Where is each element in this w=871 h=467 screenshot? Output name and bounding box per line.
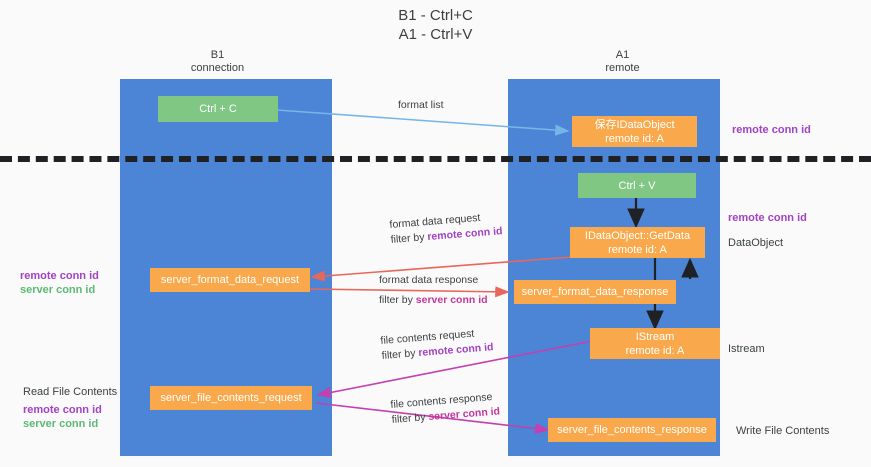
edge-label-format-data-response: format data response filter by server co… [379, 273, 488, 308]
node-server-format-data-response[interactable]: server_format_data_response [514, 280, 676, 304]
label-right-dataobject: DataObject [728, 237, 784, 249]
node-server-file-contents-response[interactable]: server_file_contents_response [548, 418, 716, 442]
lane-header-b1: B1 connection [190, 49, 245, 74]
label-left-remote-conn-id-1: remote conn id [20, 270, 99, 282]
edge-label-line1: format data response [379, 274, 479, 286]
diagram-title: B1 - Ctrl+C A1 - Ctrl+V [398, 7, 473, 43]
edge-label-line2: filter by [381, 347, 419, 362]
label-right-remote-conn-id-1: remote conn id [732, 124, 811, 136]
label-right-remote-conn-id-2: remote conn id [728, 212, 807, 224]
label-right-write-file-contents: Write File Contents [736, 425, 830, 437]
label-left-server-conn-id-2: server conn id [23, 418, 99, 430]
label-left-read-file-contents: Read File Contents [23, 386, 118, 398]
label-left-remote-conn-id-2: remote conn id [23, 404, 102, 416]
label-right-istream: Istream [728, 343, 765, 355]
lane-header-a1: A1 remote [605, 49, 640, 74]
label-left-server-conn-id-1: server conn id [20, 284, 96, 296]
node-idataobject-stored[interactable]: 保存IDataObject remote id: A [572, 116, 697, 147]
edge-label-line1: format list [398, 99, 444, 111]
node-ctrl-c[interactable]: Ctrl + C [158, 96, 278, 122]
node-server-format-data-request[interactable]: server_format_data_request [150, 268, 310, 292]
edge-label-format-data-request: format data request filter by remote con… [389, 209, 503, 248]
edge-label-line2: filter by [391, 411, 429, 426]
edge-label-file-contents-request: file contents request filter by remote c… [380, 325, 494, 364]
edge-label-line2: filter by [390, 231, 428, 246]
node-server-file-contents-request[interactable]: server_file_contents_request [150, 386, 312, 410]
edge-label-line2: filter by [379, 294, 416, 306]
edge-label-key: server conn id [415, 294, 488, 306]
phase-divider [0, 156, 871, 162]
node-istream[interactable]: IStream remote id: A [590, 328, 720, 359]
node-idataobject-getdata[interactable]: IDataObject::GetData remote id: A [570, 227, 705, 258]
edge-label-format-list: format list [398, 98, 444, 113]
edge-label-file-contents-response: file contents response filter by server … [390, 389, 501, 427]
node-ctrl-v[interactable]: Ctrl + V [578, 173, 696, 198]
